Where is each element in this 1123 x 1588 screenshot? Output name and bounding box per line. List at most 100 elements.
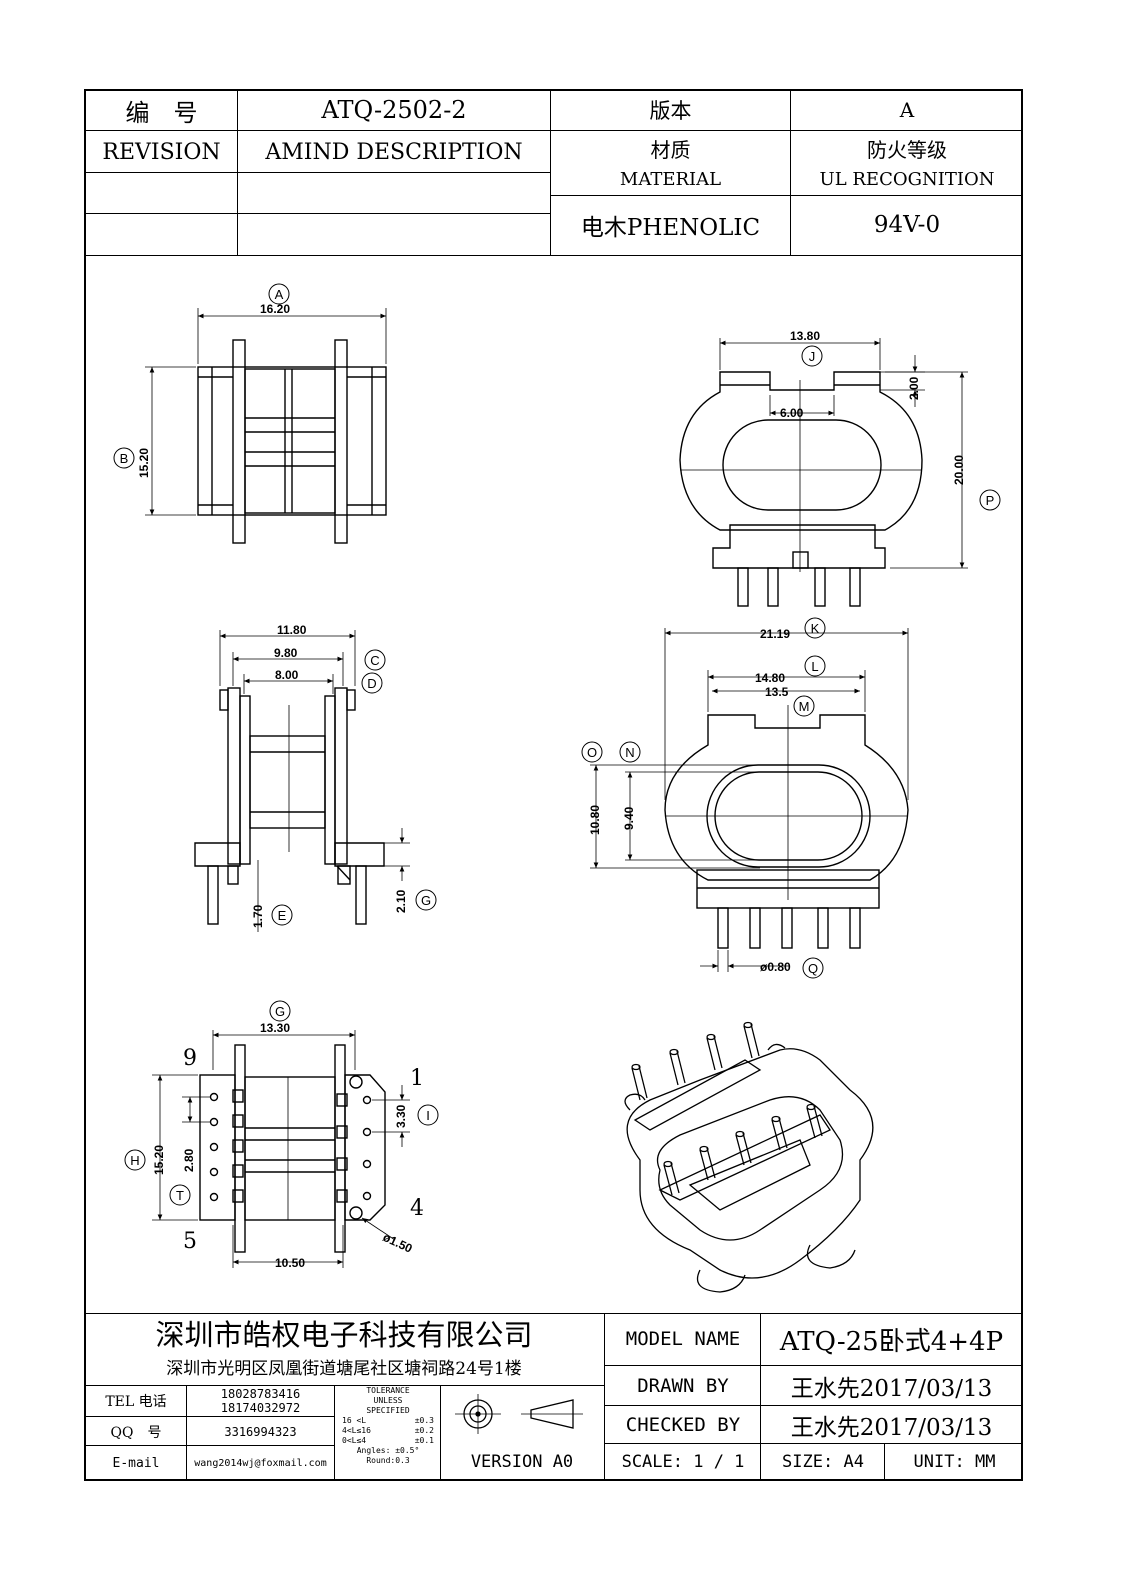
dim-slot-text: 6.00 (780, 406, 804, 420)
dim-top-text: 13.30 (260, 1021, 290, 1035)
tag-i: I (426, 1108, 430, 1123)
email-address: wang2014wj@foxmail.com (194, 1457, 327, 1469)
tag-e: E (278, 908, 287, 923)
scale-label: SCALE: 1 / 1 (621, 1452, 745, 1472)
tolerance-title: TOLERANCE (366, 1386, 410, 1395)
qq-number: 3316994323 (224, 1424, 297, 1439)
view-front-middle-right (581, 617, 909, 979)
dim-b-text: 15.20 (137, 448, 151, 478)
dim-i-text: 3.30 (394, 1104, 408, 1128)
fire-label-en: UL RECOGNITION (819, 168, 995, 190)
tag-d: D (367, 676, 376, 691)
dim-a-text: 16.20 (260, 302, 290, 316)
tag-m: M (799, 699, 810, 714)
dim-tab-text: 2.00 (907, 376, 921, 400)
tag-g-bottom: G (275, 1004, 285, 1019)
drawing-frame (84, 89, 1023, 1481)
checked-by-value: 王水先2017/03/13 (790, 1415, 993, 1441)
version-a0: VERSION A0 (470, 1452, 574, 1472)
view-side-middle-left (194, 630, 437, 932)
tag-k: K (811, 621, 820, 636)
tag-q: Q (808, 961, 818, 976)
tolerance-unless: UNLESS (373, 1396, 403, 1405)
dim-e-text: 8.00 (275, 668, 299, 682)
tol-range-3: 0<L≤4 (342, 1436, 367, 1445)
dim-bottom-text: 10.50 (275, 1256, 305, 1270)
projection-symbol-icon (455, 1394, 583, 1434)
tol-range-1: 16 <L (342, 1416, 367, 1425)
tag-h: H (130, 1153, 139, 1168)
code-value: ATQ-2502-2 (321, 96, 467, 124)
dim-t-text: 2.80 (182, 1148, 196, 1172)
dim-o-text: 10.80 (588, 805, 602, 835)
tag-g-mid: G (421, 893, 431, 908)
pin-number-5: 5 (183, 1229, 197, 1254)
tag-p: P (986, 493, 995, 508)
tel-number-2: 18174032972 (220, 1401, 301, 1415)
dim-d-text: 9.80 (274, 646, 298, 660)
revision-label: REVISION (102, 139, 221, 165)
tolerance-specified: SPECIFIED (366, 1406, 410, 1415)
pin-holes-left (209, 1092, 219, 1202)
tag-j: J (809, 349, 816, 364)
material-label-en: MATERIAL (619, 168, 722, 190)
dim-hole-text: ø1.50 (381, 1230, 415, 1256)
company-address: 深圳市光明区凤凰街道塘尾社区塘祠路24号1楼 (166, 1358, 522, 1379)
tol-value-3: ±0.1 (414, 1436, 434, 1445)
material-label-cn: 材质 (650, 137, 691, 162)
tol-round: Round:0.3 (366, 1456, 410, 1465)
checked-by-label: CHECKED BY (625, 1414, 741, 1436)
fire-label-cn: 防火等级 (867, 137, 947, 162)
tag-l: L (811, 659, 818, 674)
tag-c: C (370, 653, 379, 668)
dim-g-text: 2.10 (394, 889, 408, 913)
qq-label: QQ 号 (110, 1424, 162, 1441)
tag-b: B (120, 451, 129, 466)
tag-t: T (176, 1188, 184, 1203)
dim-k-text: 21.19 (760, 627, 790, 641)
drawn-by-value: 王水先2017/03/13 (790, 1376, 993, 1402)
dim-m-text: 13.5 (765, 685, 789, 699)
dim-h-text: 15.20 (152, 1145, 166, 1175)
email-label: E-mail (112, 1455, 160, 1471)
tol-value-1: ±0.3 (414, 1416, 434, 1425)
tol-value-2: ±0.2 (414, 1426, 434, 1435)
isometric-pins-bottom (663, 1103, 823, 1196)
pin-number-9: 9 (183, 1046, 197, 1071)
material-value: 电木PHENOLIC (580, 215, 761, 241)
version-value: A (899, 98, 915, 122)
bobbin-slots (232, 1089, 348, 1203)
tol-angles: Angles: ±0.5° (356, 1446, 420, 1455)
dim-n-text: 9.40 (622, 806, 636, 830)
tag-o: O (587, 745, 597, 760)
model-name-value: ATQ-25卧式4+4P (779, 1326, 1004, 1357)
company-name: 深圳市皓权电子科技有限公司 (155, 1318, 533, 1352)
tel-label: TEL 电话 (105, 1394, 167, 1410)
view-side-top-left (113, 283, 387, 544)
view-bottom-bottom-left (124, 1000, 439, 1268)
model-name-label: MODEL NAME (625, 1328, 741, 1350)
isometric-pins-top (631, 1021, 760, 1101)
dim-f-text: 1.70 (251, 904, 265, 928)
version-label: 版本 (649, 99, 692, 123)
tag-a: A (275, 287, 284, 302)
view-front-top-right (679, 338, 1001, 607)
code-label: 编 号 (125, 98, 198, 127)
pin-number-1: 1 (410, 1066, 424, 1091)
size-label: SIZE: A4 (782, 1452, 864, 1472)
pin-number-4: 4 (410, 1196, 424, 1221)
drawn-by-label: DRAWN BY (637, 1375, 729, 1397)
dim-q-text: ø0.80 (760, 960, 791, 974)
dim-c-text: 11.80 (277, 623, 307, 637)
pin-holes-right (362, 1095, 372, 1201)
dim-width-text: 13.80 (790, 329, 820, 343)
amind-description-label: AMIND DESCRIPTION (265, 139, 523, 165)
tag-n: N (625, 745, 634, 760)
tol-range-2: 4<L≤16 (342, 1426, 371, 1435)
dim-l-text: 14.80 (755, 671, 785, 685)
fire-rating-value: 94V-0 (873, 212, 941, 238)
tolerance-table: TOLERANCE UNLESS SPECIFIED 16 <L ±0.3 4<L… (336, 1386, 440, 1480)
dim-height-text: 20.00 (952, 455, 966, 485)
view-isometric-bottom-right (624, 1021, 874, 1293)
